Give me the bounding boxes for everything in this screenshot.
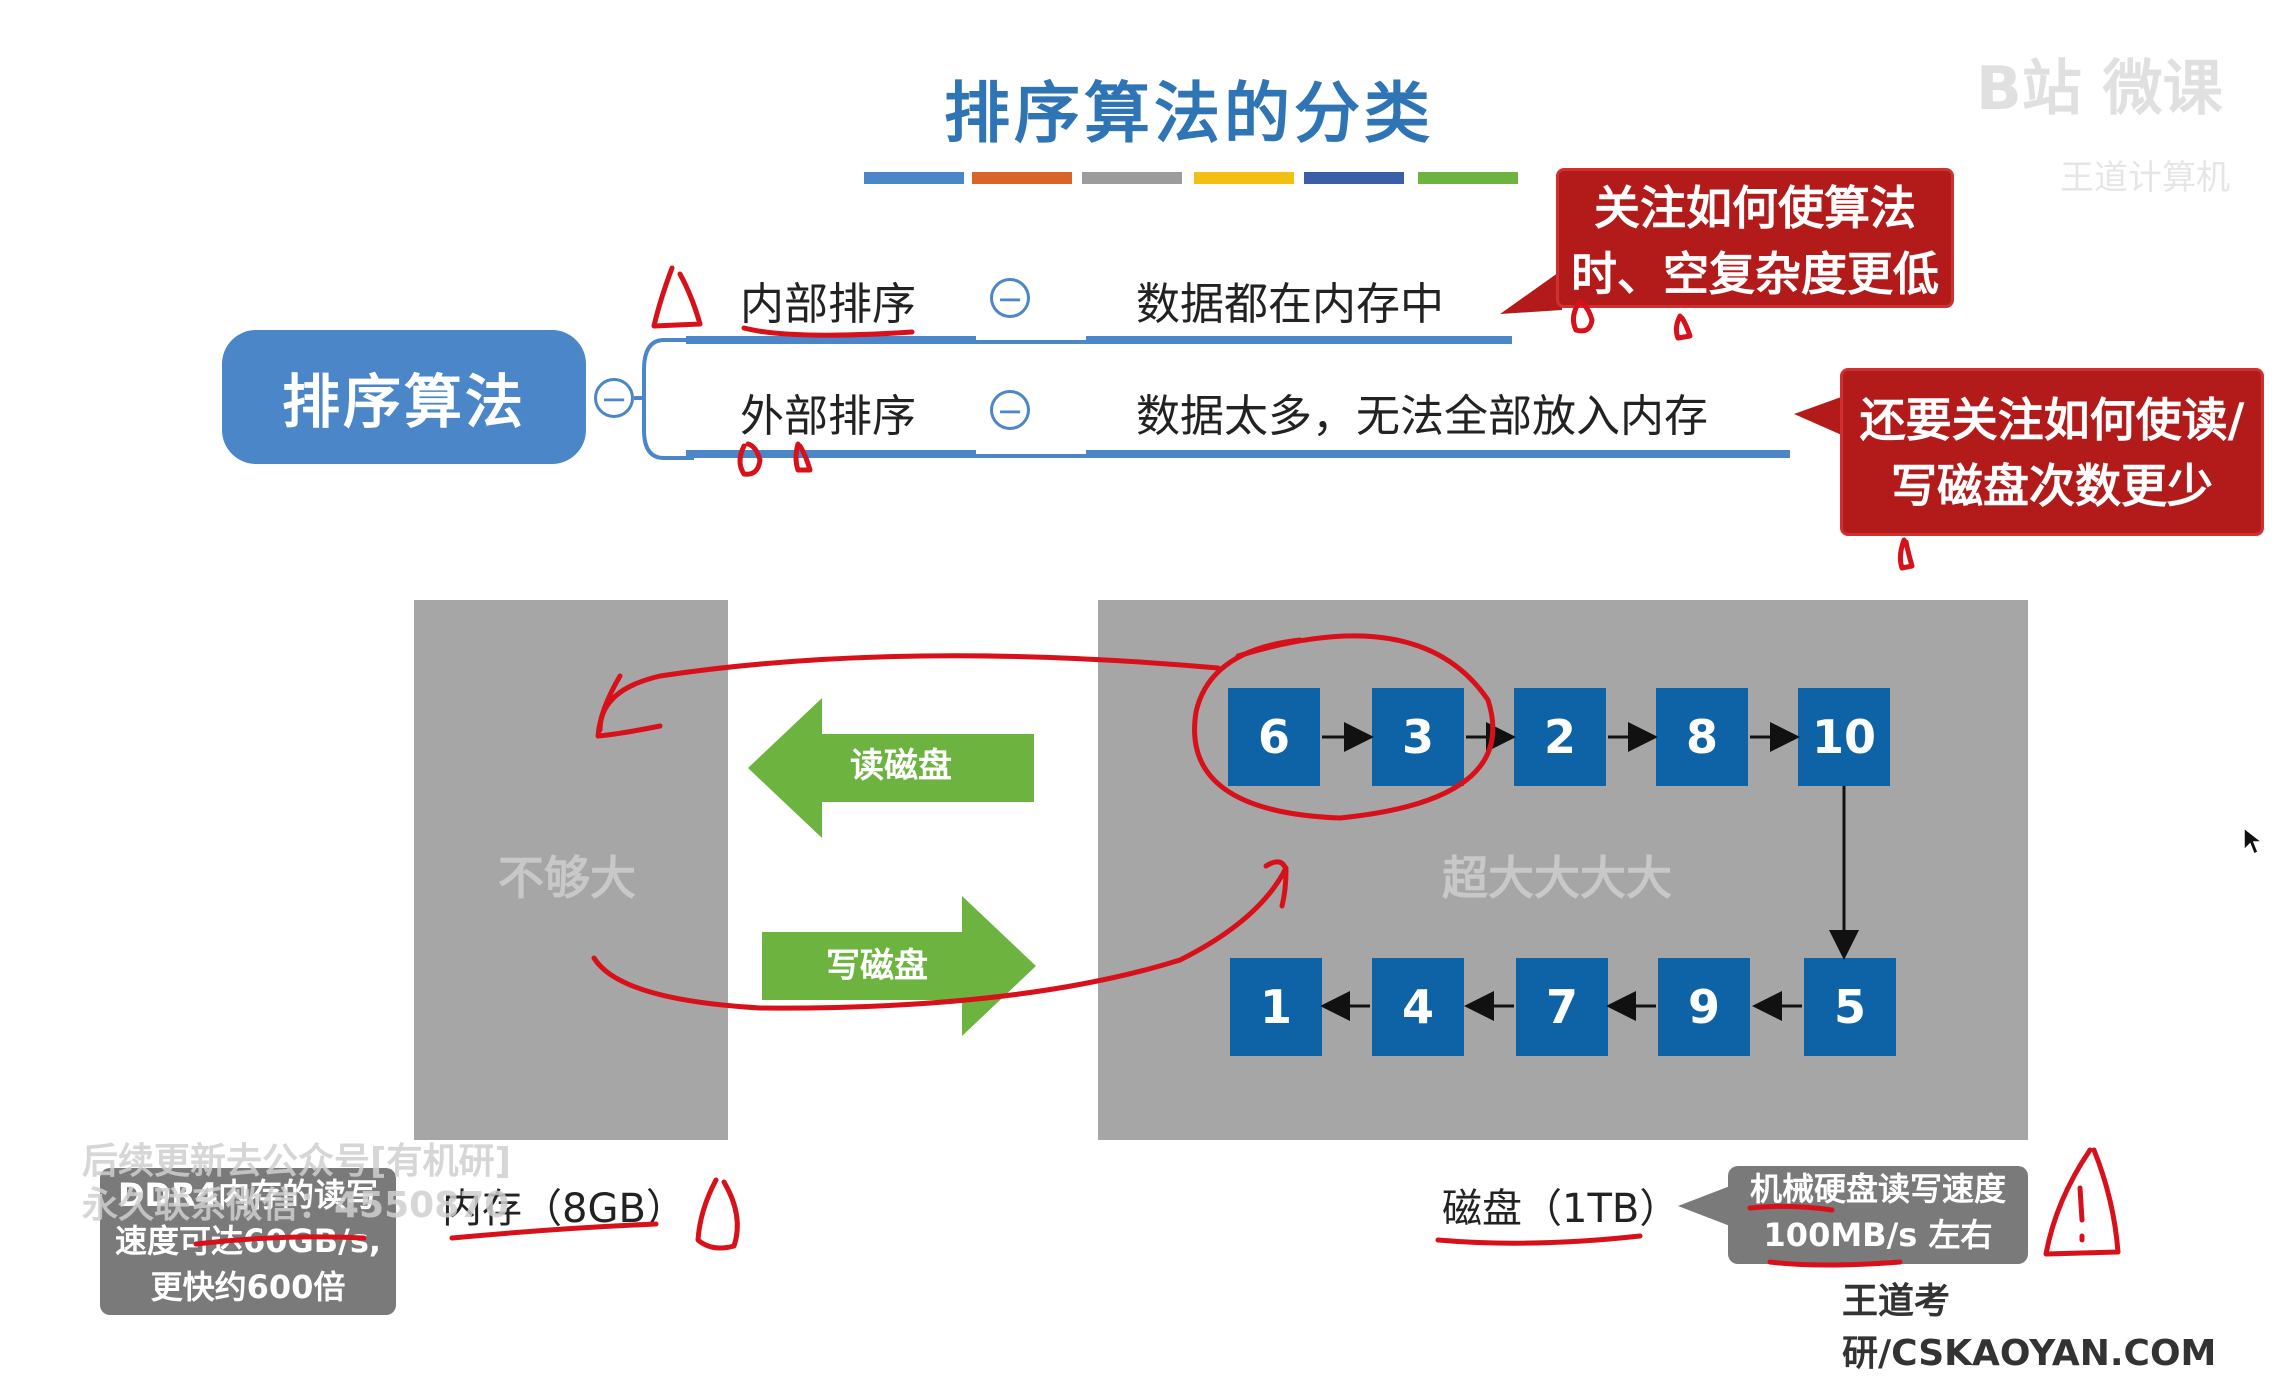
- callout-internal-line2: 时、空复杂度更低: [1571, 247, 1939, 301]
- disk-cell: 10: [1798, 688, 1890, 786]
- title-stripe-2: [972, 172, 1072, 184]
- branch-internal-link: [976, 340, 1086, 344]
- disk-note-pointer: [1678, 1186, 1730, 1226]
- read-disk-arrow: [748, 698, 1034, 838]
- title-stripe-5: [1304, 172, 1404, 184]
- mouse-cursor-icon: [2243, 826, 2262, 856]
- disk-caption: 磁盘（1TB）: [1442, 1186, 1680, 1232]
- write-disk-label: 写磁盘: [826, 946, 928, 986]
- memory-speed-note: DDR4内存的读写 速度可达60GB/s, 更快约600倍: [100, 1168, 396, 1315]
- title-stripe-4: [1194, 172, 1294, 184]
- callout-external-pointer: [1794, 396, 1844, 436]
- branch-internal-collapse-icon[interactable]: −: [990, 278, 1030, 318]
- disk-cell: 9: [1658, 958, 1750, 1056]
- root-collapse-icon[interactable]: −: [594, 378, 634, 418]
- disk-cell-arrows: [1320, 722, 1859, 1021]
- branch-internal-underline: [686, 336, 976, 344]
- title-stripe-6: [1418, 172, 1518, 184]
- memory-block: [414, 600, 728, 1140]
- title-stripe-1: [864, 172, 964, 184]
- watermark-line2: 永久联系微信：4550870: [82, 1185, 510, 1226]
- branch-internal-desc[interactable]: 数据都在内存中: [1136, 279, 1444, 330]
- branch-external-link: [976, 454, 1086, 458]
- disk-block-label: 超大大大大: [1442, 851, 1672, 905]
- read-disk-label: 读磁盘: [850, 746, 952, 786]
- memory-block-label: 不够大: [498, 851, 636, 905]
- branch-external-desc-underline: [1086, 450, 1790, 458]
- handwritten-annotations: [193, 265, 2121, 1268]
- page-title: 排序算法的分类: [944, 75, 1434, 152]
- disk-cell: 5: [1804, 958, 1896, 1056]
- mindmap-connector: [634, 338, 694, 460]
- disk-cell: 2: [1514, 688, 1606, 786]
- branch-external-underline: [686, 450, 976, 458]
- disk-cell: 8: [1656, 688, 1748, 786]
- branch-external-desc[interactable]: 数据太多，无法全部放入内存: [1136, 391, 1708, 442]
- branch-internal-desc-underline: [1086, 336, 1512, 344]
- logo-subtitle: 王道计算机: [2060, 158, 2230, 198]
- disk-cell: 3: [1372, 688, 1464, 786]
- branch-internal-sort[interactable]: 内部排序: [740, 279, 916, 330]
- disk-note-line1: 机械硬盘读写速度: [1749, 1170, 2006, 1208]
- memory-note-line1: DDR4内存的读写: [117, 1176, 379, 1214]
- callout-internal: 关注如何使算法 时、空复杂度更低: [1556, 168, 1954, 308]
- disk-note-line2: 100MB/s 左右: [1763, 1216, 1993, 1254]
- logo-watermark: B站 微课: [1976, 54, 2223, 124]
- callout-external-line2: 写磁盘次数更少: [1891, 459, 2213, 513]
- mindmap-root[interactable]: 排序算法: [222, 330, 586, 464]
- watermark-line1: 后续更新去公众号[有机研]: [82, 1141, 511, 1182]
- disk-cell: 1: [1230, 958, 1322, 1056]
- callout-external: 还要关注如何使读/ 写磁盘次数更少: [1840, 368, 2264, 536]
- branch-external-collapse-icon[interactable]: −: [990, 390, 1030, 430]
- callout-internal-line1: 关注如何使算法: [1594, 181, 1916, 235]
- callout-internal-pointer: [1500, 270, 1562, 314]
- branch-external-sort[interactable]: 外部排序: [740, 391, 916, 442]
- disk-cell: 6: [1228, 688, 1320, 786]
- callout-external-line1: 还要关注如何使读/: [1859, 393, 2245, 447]
- disk-cell: 7: [1516, 958, 1608, 1056]
- title-stripe-3: [1082, 172, 1182, 184]
- memory-note-line3: 更快约600倍: [150, 1268, 346, 1306]
- disk-speed-note: 机械硬盘读写速度 100MB/s 左右: [1728, 1166, 2028, 1264]
- disk-cell: 4: [1372, 958, 1464, 1056]
